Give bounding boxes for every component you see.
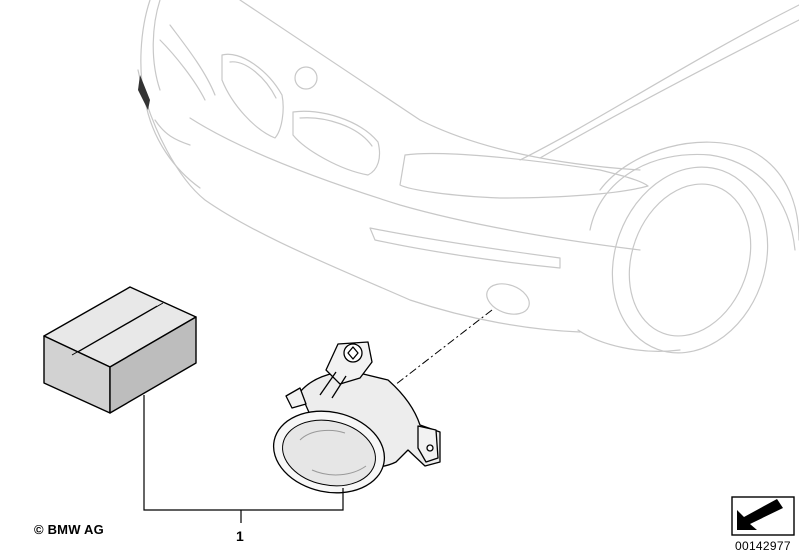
car-outline (137, 0, 799, 354)
part-callout-number: 1 (236, 528, 244, 544)
document-number: 00142977 (735, 539, 791, 553)
bumper-accent (138, 75, 150, 110)
leader-line (394, 309, 493, 386)
arrow-down-left-icon[interactable] (731, 496, 795, 536)
copyright-label: © BMW AG (34, 522, 104, 537)
fog-light (272, 341, 441, 494)
callout-bracket (143, 395, 344, 523)
kit-box (43, 286, 197, 414)
